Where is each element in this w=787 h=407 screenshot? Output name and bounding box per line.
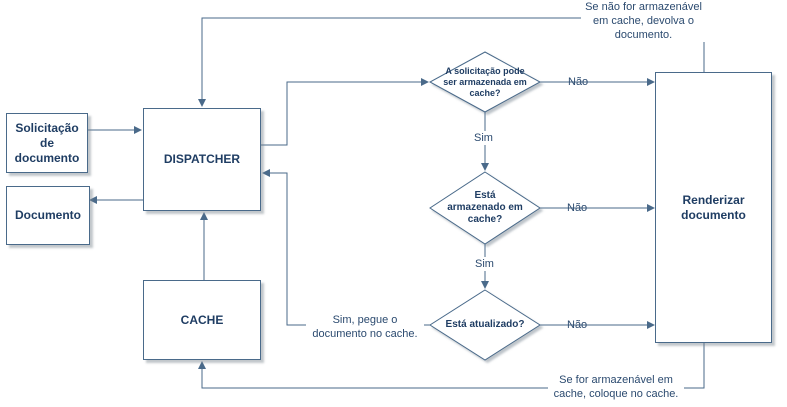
label-cacheable-store: Se for armazenável em cache, coloque no … (548, 373, 684, 401)
box-dispatcher-label: DISPATCHER (163, 152, 241, 166)
box-render-document-label: Renderizar documento (681, 192, 746, 222)
arrow-dispatcher-to-cacheable (261, 78, 429, 146)
box-cache: CACHE (143, 280, 261, 360)
label-no-cached: Não (567, 202, 588, 214)
label-yes-cached: Sim (474, 257, 495, 271)
box-render-document: Renderizar documento (655, 72, 772, 343)
label-not-cacheable-return: Se não for armazenável em cache, devolva… (581, 0, 706, 42)
label-no-cacheable: Não (568, 76, 589, 88)
arrow-updated-yes-to-dispatcher (262, 169, 430, 326)
decision-cached-text: Está armazenado em cache? (447, 190, 523, 225)
box-document-request: Solicitação de documento (6, 113, 88, 173)
box-dispatcher: DISPATCHER (143, 108, 261, 211)
box-cache-label: CACHE (180, 312, 224, 327)
arrow-render-to-cache (198, 343, 705, 389)
decision-updated-text: Está atualizado? (445, 319, 525, 330)
decision-diamond-updated (429, 289, 541, 361)
box-document-request-label: Solicitação de documento (14, 120, 80, 165)
label-yes-take-from-cache: Sim, pegue o documento no cache. (306, 313, 424, 341)
box-document-label: Documento (15, 208, 81, 222)
decision-cacheable-text: A solicitação pode ser armazenada em cac… (443, 66, 527, 98)
label-yes-cacheable: Sim (473, 131, 494, 145)
arrow-render-return-top (198, 17, 705, 107)
box-document: Documento (6, 186, 90, 245)
label-no-updated: Não (567, 319, 588, 331)
